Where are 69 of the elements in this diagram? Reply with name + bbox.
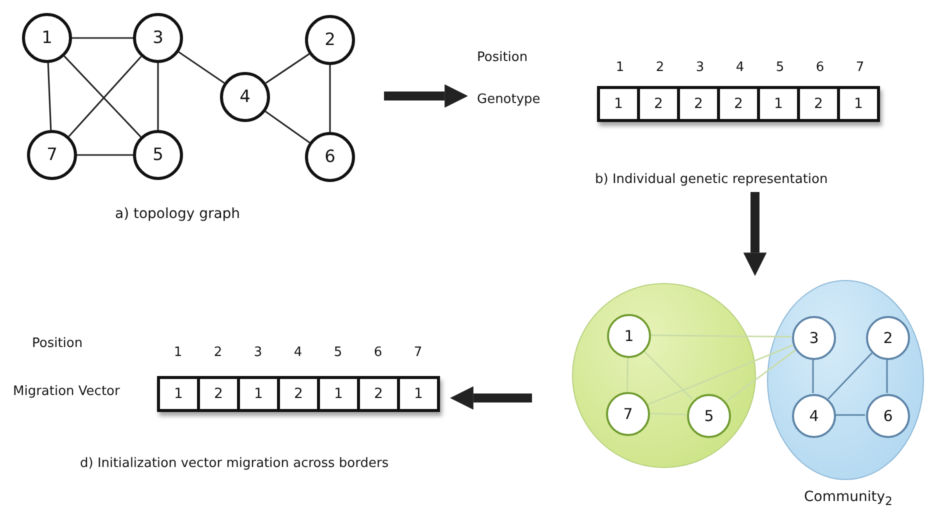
gene-cell: 2 — [800, 89, 837, 119]
edge-line — [725, 350, 796, 402]
gene-cell: 1 — [600, 89, 637, 119]
position-number: 6 — [814, 60, 826, 75]
graph-node: 2 — [866, 316, 910, 360]
edge-line — [643, 350, 693, 400]
graph-node: 4 — [792, 394, 836, 438]
position-number: 5 — [332, 345, 344, 360]
figure-caption: d) Initialization vector migration across borders — [80, 456, 389, 471]
position-heading: Position — [32, 336, 83, 351]
gene-cell: 1 — [840, 89, 877, 119]
row-label: Genotype — [477, 92, 540, 107]
figure-caption: b) Individual genetic representation — [595, 172, 828, 187]
edge-line — [329, 65, 331, 132]
position-number: 7 — [854, 60, 866, 75]
graph-node: 5 — [133, 130, 183, 180]
position-number: 6 — [372, 345, 384, 360]
graph-node: 1 — [22, 13, 72, 63]
position-number: 2 — [654, 60, 666, 75]
gene-cell: 2 — [360, 379, 397, 409]
edge-line — [77, 154, 133, 156]
graph-node: 7 — [27, 130, 77, 180]
graph-node: 3 — [133, 13, 183, 63]
edge-line — [178, 51, 225, 84]
position-number: 7 — [412, 345, 424, 360]
position-number: 5 — [774, 60, 786, 75]
edge-line — [647, 344, 793, 406]
edge-line — [264, 110, 310, 144]
edge-line — [265, 53, 310, 84]
edge-line — [47, 62, 52, 130]
gene-cell: 2 — [200, 379, 237, 409]
block-arrow — [450, 386, 532, 410]
position-number: 1 — [614, 60, 626, 75]
row-label: Migration Vector — [13, 384, 120, 399]
graph-node: 6 — [305, 132, 355, 182]
graph-node: 4 — [220, 72, 270, 122]
community-label: Community$_{2}$ — [804, 489, 892, 508]
graph-node: 7 — [606, 392, 650, 436]
position-number: 1 — [172, 345, 184, 360]
gene-cell: 2 — [280, 379, 317, 409]
edge-line — [828, 352, 872, 400]
position-number: 4 — [734, 60, 746, 75]
graph-node: 6 — [866, 394, 910, 438]
figure-caption: a) topology graph — [115, 206, 240, 222]
gene-cell: 1 — [240, 379, 277, 409]
position-number: 4 — [292, 345, 304, 360]
edge-line — [812, 359, 814, 393]
position-number: 3 — [694, 60, 706, 75]
position-heading: Position — [477, 50, 528, 65]
edge-line — [72, 37, 133, 39]
edge-line — [157, 63, 159, 130]
graph-node: 3 — [792, 316, 836, 360]
block-arrow — [384, 84, 468, 108]
gene-cell: 1 — [760, 89, 797, 119]
position-number: 2 — [212, 345, 224, 360]
edge-line — [650, 334, 791, 338]
graph-node: 2 — [305, 15, 355, 65]
gene-cell: 2 — [720, 89, 757, 119]
gene-cell: 1 — [320, 379, 357, 409]
position-number: 3 — [252, 345, 264, 360]
edge-line — [835, 414, 865, 416]
graph-node: 1 — [607, 314, 651, 358]
gene-cell: 1 — [400, 379, 437, 409]
gene-cell: 2 — [680, 89, 717, 119]
block-arrow — [743, 192, 767, 276]
edge-line — [886, 359, 888, 393]
gene-cell: 2 — [640, 89, 677, 119]
graph-node: 5 — [687, 394, 731, 438]
gene-cell: 1 — [160, 379, 197, 409]
